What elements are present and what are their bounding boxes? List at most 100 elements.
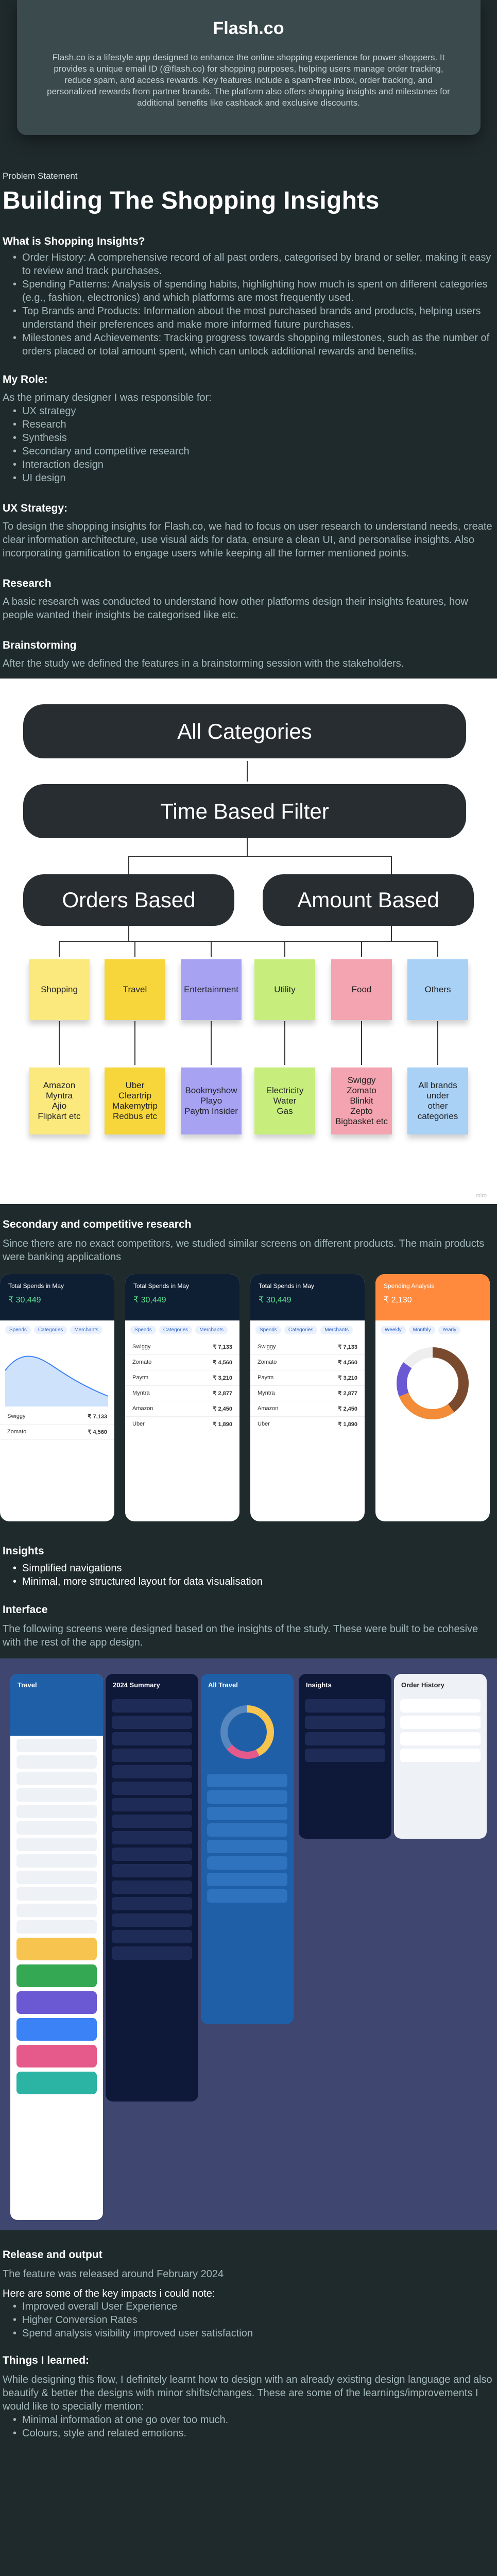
- competitor-phone-1: Total Spends in May ₹ 30,449 Spends Cate…: [0, 1274, 114, 1521]
- research-heading: Research: [3, 578, 52, 589]
- tab-spends[interactable]: Spends: [255, 1326, 281, 1334]
- table-row[interactable]: Swiggy₹ 7,133: [250, 1340, 365, 1355]
- what-list: Order History: A comprehensive record of…: [3, 251, 494, 358]
- screen-order-history: Order History: [394, 1674, 487, 1839]
- phone-title: Total Spends in May: [259, 1282, 315, 1290]
- spend-donut-chart: [397, 1347, 469, 1419]
- list-item: Order History: A comprehensive record of…: [3, 251, 494, 278]
- brainstorm-heading: Brainstorming: [3, 639, 77, 651]
- category-sticky: Travel: [105, 959, 165, 1020]
- phone-title: Spending Analysis: [384, 1282, 435, 1290]
- category-sticky: Others: [407, 959, 468, 1020]
- tab-merchants[interactable]: Merchants: [70, 1326, 102, 1334]
- tab-monthly[interactable]: Monthly: [408, 1326, 435, 1334]
- interface-mockups: Travel 2024 Summary All Travel: [0, 1658, 497, 2230]
- screen-travel: Travel: [10, 1674, 103, 2220]
- category-items-sticky: All brands under other categories: [407, 1067, 468, 1134]
- table-row[interactable]: Zomato₹ 4,560: [125, 1355, 239, 1370]
- learned-text: While designing this flow, I definitely …: [3, 2374, 492, 2412]
- table-row[interactable]: Swiggy₹ 7,133: [125, 1340, 239, 1355]
- phone-amount: ₹ 30,449: [133, 1296, 166, 1304]
- category-sticky: Utility: [254, 959, 315, 1020]
- list-item: Higher Conversion Rates: [3, 2313, 494, 2327]
- role-list: UX strategy Research Synthesis Secondary…: [3, 404, 494, 485]
- table-row[interactable]: Uber₹ 1,890: [250, 1417, 365, 1432]
- list-item: Research: [3, 418, 494, 431]
- screen-insights: Insights: [299, 1674, 391, 1839]
- phone-title: Total Spends in May: [8, 1282, 64, 1290]
- screen-title: All Travel: [208, 1681, 238, 1689]
- category-sticky: Entertainment: [181, 959, 242, 1020]
- screen-title: 2024 Summary: [113, 1681, 160, 1689]
- table-row[interactable]: Zomato₹ 4,560: [250, 1355, 365, 1370]
- tab-spends[interactable]: Spends: [5, 1326, 31, 1334]
- brainstorm-text: After the study we defined the features …: [3, 658, 404, 669]
- category-items-sticky: Electricity Water Gas: [254, 1067, 315, 1134]
- problem-eyebrow: Problem Statement: [3, 171, 78, 181]
- category-items-sticky: Bookmyshow Playo Paytm Insider: [181, 1067, 242, 1134]
- strategy-heading: UX Strategy:: [3, 502, 68, 514]
- learned-list: Minimal information at one go over too m…: [3, 2413, 494, 2440]
- impacts-heading: Here are some of the key impacts i could…: [3, 2288, 215, 2299]
- app-description: Flash.co is a lifestyle app designed to …: [47, 53, 450, 108]
- category-sticky: Food: [331, 959, 392, 1020]
- tab-spends[interactable]: Spends: [130, 1326, 156, 1334]
- secondary-heading: Secondary and competitive research: [3, 1218, 192, 1230]
- list-item: Minimal, more structured layout for data…: [3, 1575, 494, 1588]
- list-item: Interaction design: [3, 458, 494, 471]
- orders-based-node: Orders Based: [23, 874, 234, 926]
- tab-merchants[interactable]: Merchants: [195, 1326, 228, 1334]
- table-row[interactable]: Paytm₹ 3,210: [250, 1370, 365, 1386]
- screen-title: Order History: [401, 1681, 444, 1689]
- tab-categories[interactable]: Categories: [284, 1326, 318, 1334]
- list-item: Synthesis: [3, 431, 494, 445]
- category-sticky: Shopping: [29, 959, 90, 1020]
- role-heading: My Role:: [3, 374, 48, 385]
- insights-heading: Insights: [3, 1545, 44, 1557]
- table-row[interactable]: Zomato₹ 4,560: [0, 1425, 114, 1440]
- list-item: Simplified navigations: [3, 1562, 494, 1575]
- insights-list: Simplified navigations Minimal, more str…: [3, 1562, 494, 1588]
- page-title: Building The Shopping Insights: [3, 187, 380, 214]
- category-items-sticky: Swiggy Zomato Blinkit Zepto Bigbasket et…: [331, 1067, 392, 1134]
- table-row[interactable]: Uber₹ 1,890: [125, 1417, 239, 1432]
- competitor-phone-3: Total Spends in May ₹ 30,449 Spends Cate…: [250, 1274, 365, 1521]
- tab-categories[interactable]: Categories: [159, 1326, 193, 1334]
- list-item: Milestones and Achievements: Tracking pr…: [3, 331, 494, 358]
- list-item: Top Brands and Products: Information abo…: [3, 304, 494, 331]
- competitor-phone-2: Total Spends in May ₹ 30,449 Spends Cate…: [125, 1274, 239, 1521]
- category-items-sticky: Uber Cleartrip Makemytrip Redbus etc: [105, 1067, 165, 1134]
- table-row[interactable]: Amazon₹ 2,450: [250, 1401, 365, 1417]
- release-text: The feature was released around February…: [3, 2268, 224, 2280]
- table-row[interactable]: Myntra₹ 2,877: [125, 1386, 239, 1401]
- learned-heading: Things I learned:: [3, 2354, 90, 2366]
- list-item: Spending Patterns: Analysis of spending …: [3, 278, 494, 304]
- time-filter-node: Time Based Filter: [23, 784, 466, 838]
- table-row[interactable]: Myntra₹ 2,877: [250, 1386, 365, 1401]
- amount-based-node: Amount Based: [263, 874, 474, 926]
- phone-amount: ₹ 30,449: [259, 1296, 292, 1304]
- impacts-list: Improved overall User Experience Higher …: [3, 2300, 494, 2340]
- list-item: UX strategy: [3, 404, 494, 418]
- table-row[interactable]: Amazon₹ 2,450: [125, 1401, 239, 1417]
- spend-line-chart: [5, 1355, 109, 1406]
- list-item: Secondary and competitive research: [3, 445, 494, 458]
- list-item: Minimal information at one go over too m…: [3, 2413, 494, 2427]
- app-title: Flash.co: [213, 19, 284, 38]
- screen-summary: 2024 Summary: [106, 1674, 198, 2102]
- phone-amount: ₹ 2,130: [384, 1296, 412, 1304]
- screen-title: Travel: [18, 1681, 37, 1689]
- tab-weekly[interactable]: Weekly: [381, 1326, 406, 1334]
- interface-text: The following screens were designed base…: [3, 1623, 478, 1648]
- tab-categories[interactable]: Categories: [33, 1326, 67, 1334]
- tab-yearly[interactable]: Yearly: [438, 1326, 461, 1334]
- table-row[interactable]: Swiggy₹ 7,133: [0, 1409, 114, 1425]
- case-study-page: Flash.co Flash.co is a lifestyle app des…: [0, 0, 497, 2461]
- table-row[interactable]: Paytm₹ 3,210: [125, 1370, 239, 1386]
- all-categories-node: All Categories: [23, 704, 466, 758]
- board-watermark: miro: [475, 1193, 487, 1199]
- tab-merchants[interactable]: Merchants: [320, 1326, 353, 1334]
- hero-card: Flash.co Flash.co is a lifestyle app des…: [16, 0, 481, 135]
- list-item: Improved overall User Experience: [3, 2300, 494, 2313]
- list-item: Spend analysis visibility improved user …: [3, 2327, 494, 2340]
